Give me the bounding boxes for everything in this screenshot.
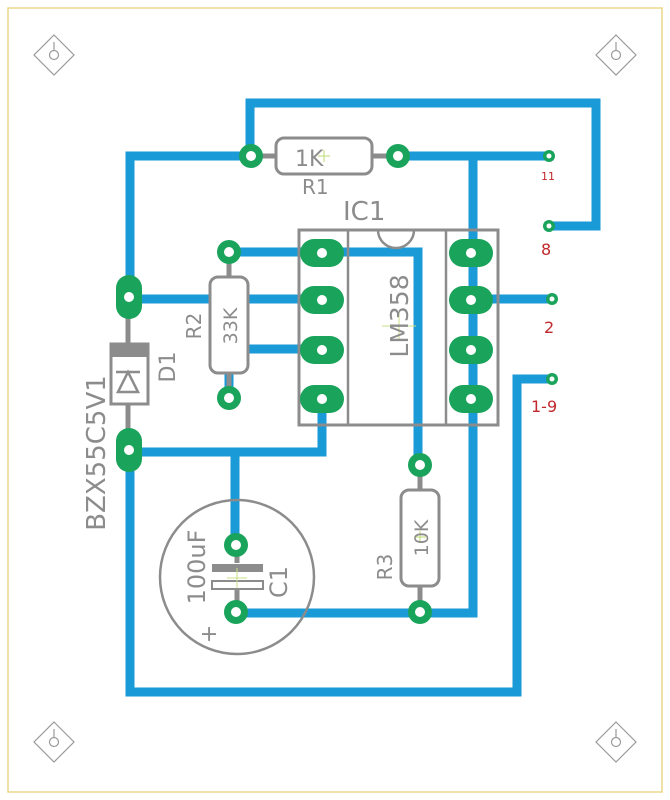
connector-label-11: 11 <box>541 170 555 183</box>
pad-ic-pin1 <box>300 239 344 267</box>
r2-value-label: 33K <box>220 307 242 344</box>
d1-value-label: BZX55C5V1 <box>82 375 112 531</box>
connector-label-2: 2 <box>544 318 554 337</box>
d1-name-label: D1 <box>156 352 181 383</box>
capacitor-c1 <box>158 498 316 656</box>
pad-d1-anode <box>116 275 142 319</box>
pad-ic-pin4 <box>300 385 344 413</box>
r3-name-label: R3 <box>373 554 397 581</box>
pad-conn-8 <box>543 220 555 232</box>
ic1-name-label: IC1 <box>343 197 385 227</box>
ic-lm358 <box>297 228 500 427</box>
diode-d1 <box>109 300 150 450</box>
mounting-hole-top-right-icon <box>595 34 637 76</box>
pad-ic-pin8 <box>449 239 493 267</box>
pad-conn-1-9 <box>546 373 558 385</box>
pad-ic-pin3 <box>300 336 344 364</box>
trace-pin4-to-d1 <box>125 374 557 697</box>
r3-value-label: 10K <box>411 519 433 556</box>
pad-r2-top <box>217 240 241 264</box>
ic1-value-label: LM358 <box>385 274 414 357</box>
pad-conn-2 <box>546 293 558 305</box>
r2-name-label: R2 <box>182 313 206 340</box>
mounting-hole-top-left-icon <box>33 34 75 76</box>
resistor-r3 <box>399 470 441 608</box>
trace-r2-top-to-pin1 <box>224 247 423 470</box>
pad-r3-top <box>408 453 432 477</box>
pad-ic-pin2 <box>300 286 344 314</box>
c1-name-label: C1 <box>265 566 293 598</box>
connector-label-1-9: 1-9 <box>531 397 557 416</box>
mounting-hole-bottom-left-icon <box>33 721 75 763</box>
pad-ic-pin7 <box>449 286 493 314</box>
pad-ic-pin6 <box>449 336 493 364</box>
pad-r1-left <box>239 144 263 168</box>
pad-r1-right <box>386 144 410 168</box>
resistor-r2 <box>208 258 250 392</box>
pad-d1-cathode <box>116 428 142 472</box>
pad-r2-bottom <box>217 386 241 410</box>
pad-c1-positive <box>224 600 248 624</box>
r1-value-label: 1K <box>295 147 324 172</box>
pad-conn-11 <box>543 150 555 162</box>
connector-label-8: 8 <box>541 240 551 259</box>
board-outline <box>7 7 663 793</box>
r1-name-label: R1 <box>302 175 329 199</box>
c1-polarity-label: + <box>197 625 222 643</box>
pad-c1-negative <box>224 533 248 557</box>
pad-ic-pin5 <box>449 385 493 413</box>
c1-value-label: 100uF <box>183 530 211 605</box>
resistor-r1 <box>256 136 392 176</box>
pads <box>116 144 558 624</box>
trace-r1-loop-to-pin8 <box>245 98 601 231</box>
trace-left-rail <box>125 151 255 300</box>
pad-r3-bottom <box>408 600 432 624</box>
mounting-hole-bottom-right-icon <box>595 721 637 763</box>
